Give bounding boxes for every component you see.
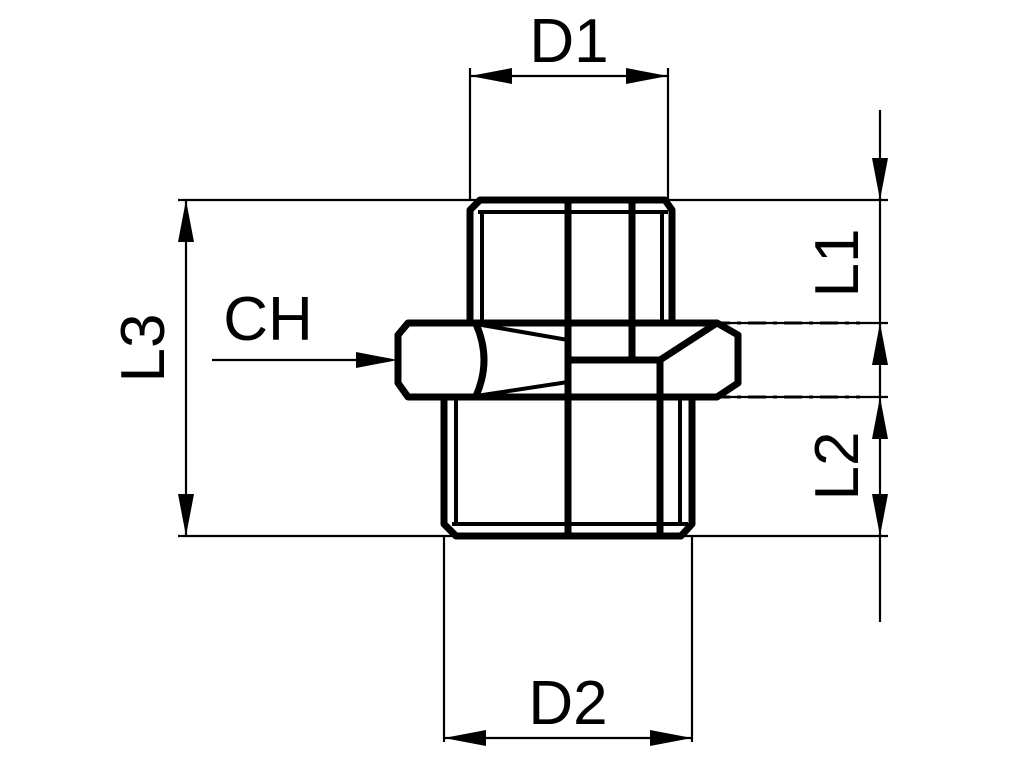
hex-nut: [394, 319, 742, 401]
d2-label: D2: [528, 669, 607, 738]
upper-thread: [466, 196, 676, 326]
extension-lines: [178, 68, 888, 742]
l3-label: L3: [109, 314, 178, 383]
ch-arrow: [356, 352, 398, 368]
l2-arrow-bottom: [872, 494, 888, 536]
d2-dimension: D2: [444, 669, 692, 746]
l1-arrow-top: [872, 158, 888, 200]
reducing-nipple-part: [394, 196, 860, 540]
l1-l2-dimension: L1 L2: [803, 110, 888, 622]
lower-thread: [440, 393, 696, 540]
l1-arrow-bottom: [872, 323, 888, 365]
d1-arrow-left: [470, 68, 512, 84]
l2-label: L2: [803, 432, 872, 501]
ch-leader: CH: [212, 285, 398, 368]
d2-arrow-right: [650, 730, 692, 746]
l3-dimension: L3: [109, 200, 194, 536]
l2-arrow-top: [872, 397, 888, 439]
d1-label: D1: [529, 7, 608, 76]
l3-arrow-bottom: [178, 494, 194, 536]
l3-arrow-top: [178, 200, 194, 242]
ch-label: CH: [223, 285, 313, 354]
l1-label: L1: [803, 229, 872, 298]
d1-dimension: D1: [470, 7, 668, 84]
d1-arrow-right: [626, 68, 668, 84]
d2-arrow-left: [444, 730, 486, 746]
